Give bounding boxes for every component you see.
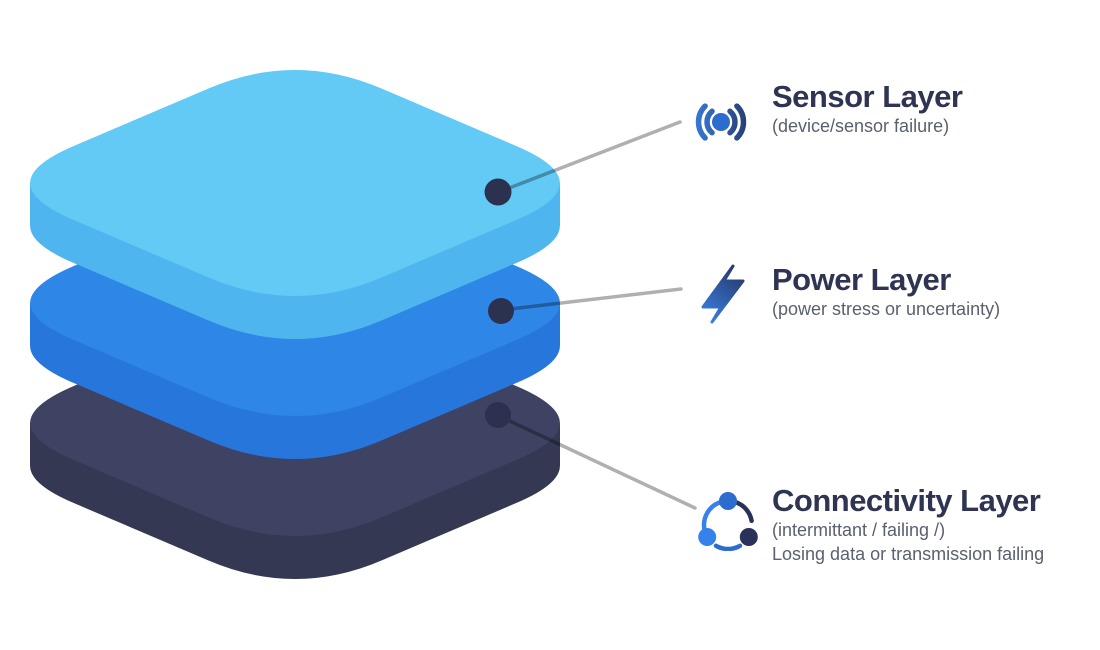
power-callout-line	[500, 287, 683, 312]
lightning-bolt-icon	[701, 264, 745, 324]
signal-arc-inner-right	[727, 108, 738, 136]
connectivity-layer-subtitle-2: Losing data or transmission failing	[772, 544, 1045, 564]
connectivity-layer-text: Connectivity Layer (intermittant / faili…	[772, 484, 1044, 566]
connectivity-callout-line	[497, 414, 697, 510]
signal-arc-outer-left	[695, 103, 708, 141]
sensor-layer-text: Sensor Layer (device/sensor failure)	[772, 79, 963, 138]
signal-arc-inner-left	[704, 108, 715, 136]
callout-dots	[484, 178, 514, 428]
power-layer-subtitle: (power stress or uncertainty)	[772, 299, 1001, 319]
network-arc-bottom	[713, 543, 743, 551]
lightning-bolt-shape	[701, 264, 745, 324]
network-share-icon	[698, 492, 758, 551]
power-callout-dot	[488, 298, 514, 324]
network-arc-left	[701, 500, 723, 532]
power-layer-title: Power Layer	[772, 262, 951, 297]
sensor-callout-dot	[484, 178, 512, 206]
broadcast-signal-icon	[695, 103, 747, 141]
connectivity-callout-dot	[485, 402, 511, 428]
network-node-top	[719, 492, 737, 510]
sensor-layer-title: Sensor Layer	[772, 79, 963, 114]
signal-center-dot	[712, 113, 730, 131]
network-arc-right	[733, 500, 754, 524]
network-node-right	[739, 528, 758, 546]
connectivity-layer-subtitle: (intermittant / failing /)	[772, 520, 946, 540]
sensor-layer-subtitle: (device/sensor failure)	[772, 116, 950, 136]
sensor-layer-slab	[30, 70, 560, 339]
sensor-slab-top	[30, 70, 560, 296]
signal-arc-outer-right	[734, 103, 747, 141]
callout-lines	[497, 120, 697, 510]
connectivity-layer-title: Connectivity Layer	[772, 483, 1041, 518]
sensor-callout-line	[497, 120, 682, 194]
network-node-left	[698, 528, 717, 546]
power-layer-text: Power Layer (power stress or uncertainty…	[772, 263, 1000, 321]
